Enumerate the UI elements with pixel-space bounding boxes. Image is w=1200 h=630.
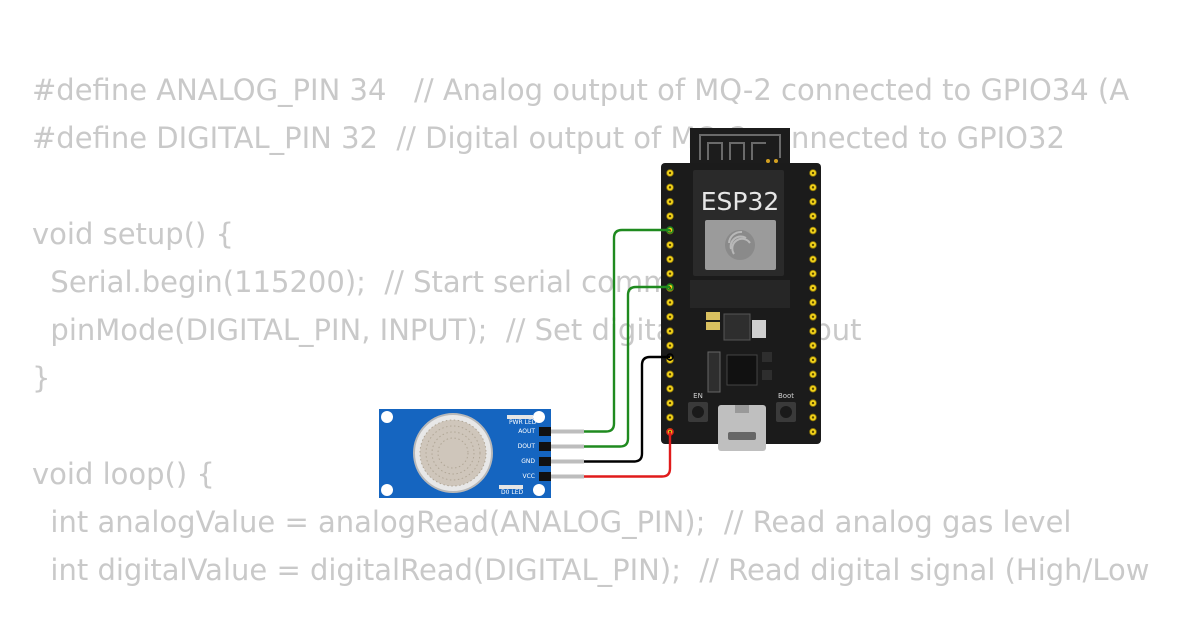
boot-label: Boot [778, 392, 794, 400]
mount-hole [533, 484, 545, 496]
esp32-board[interactable]: ESP32 EN Boot [661, 128, 821, 451]
mq2-pin-dout[interactable] [539, 442, 551, 451]
wire-aout-to-gpio34[interactable] [584, 228, 670, 433]
mq2-pin-label-aout: AOUT [518, 428, 535, 435]
espressif-logo-icon [725, 230, 755, 260]
esp32-right-header [809, 169, 817, 436]
code-line-1: #define ANALOG_PIN 34 // Analog output o… [32, 73, 1130, 107]
wires [584, 228, 672, 478]
mq2-pin-label-dout: DOUT [518, 443, 536, 450]
code-line-11: int digitalValue = digitalRead(DIGITAL_P… [32, 553, 1150, 587]
en-label: EN [693, 392, 703, 400]
antenna-trace [699, 134, 781, 160]
mount-hole [381, 411, 393, 423]
code-line-10: int analogValue = analogRead(ANALOG_PIN)… [32, 505, 1072, 539]
pwr-led-label: PWR LED [509, 419, 537, 426]
gas-sensor-dome [413, 413, 493, 493]
usb-uart-chip [726, 354, 758, 386]
code-line-4: void setup() { [32, 217, 234, 251]
mq2-pin-label-gnd: GND [521, 458, 535, 465]
code-background: #define ANALOG_PIN 34 // Analog output o… [32, 66, 1149, 594]
mq2-pin-gnd[interactable] [539, 457, 551, 466]
do-led [499, 485, 523, 489]
code-line-9: void loop() { [32, 457, 215, 491]
wire-dout-to-gpio32[interactable] [584, 285, 670, 448]
mq2-pin-vcc[interactable] [539, 472, 551, 481]
code-line-7: } [32, 361, 51, 395]
do-led-label: D0 LED [501, 489, 523, 496]
mq2-pin-aout[interactable] [539, 427, 551, 436]
mq2-sensor-module[interactable]: PWR LED D0 LED AOUT DOUT GND VCC [379, 409, 584, 498]
wire-gnd-to-gnd[interactable] [584, 355, 670, 463]
esp32-label: ESP32 [701, 187, 780, 216]
mount-hole [381, 484, 393, 496]
mount-hole [533, 411, 545, 423]
mq2-pin-label-vcc: VCC [523, 473, 535, 480]
code-line-2: #define DIGITAL_PIN 32 // Digital output… [32, 121, 1065, 155]
pwr-led [507, 415, 533, 419]
wire-vcc-to-5v[interactable] [584, 432, 672, 478]
